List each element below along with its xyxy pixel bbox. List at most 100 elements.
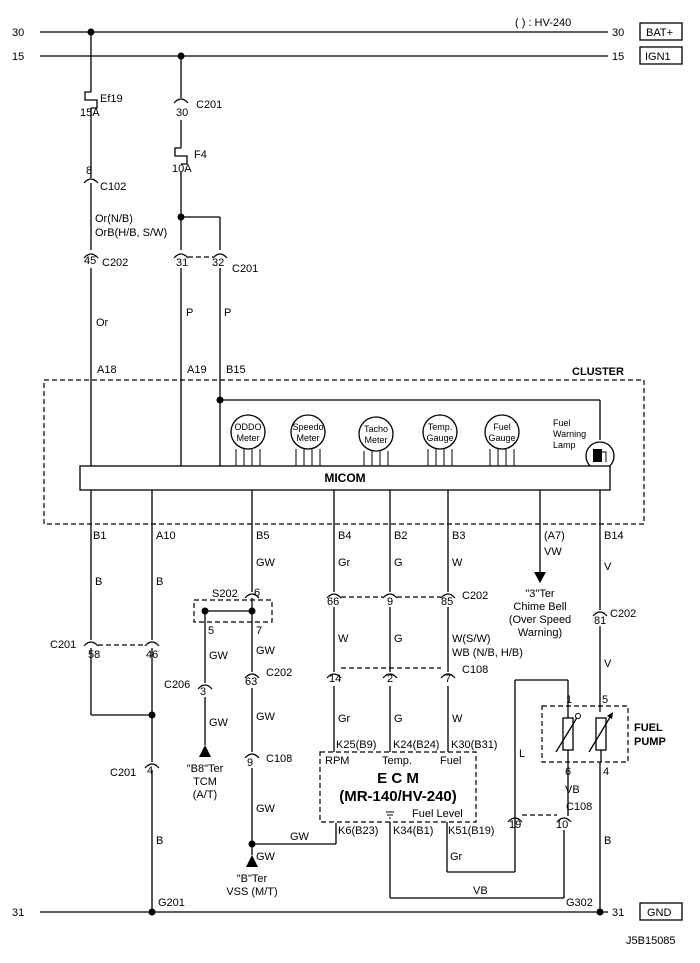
bat-rail-num-left: 30 bbox=[12, 27, 24, 39]
wire-p-2: P bbox=[224, 307, 231, 319]
micom-label: MICOM bbox=[324, 471, 365, 485]
fuse-ef19-rating: 15A bbox=[80, 107, 100, 119]
fuel-pump-branch: V 81 C202 V FUEL PUMP 1 5 6 4 L VB bbox=[507, 490, 666, 916]
ecm-subtitle: (MR-140/HV-240) bbox=[339, 788, 457, 805]
connector-c202-low-pin: 63 bbox=[245, 676, 257, 688]
ecm-signal-rpm: RPM bbox=[325, 755, 349, 767]
wire-v-2: V bbox=[604, 658, 612, 670]
connector-c201-mid-pin-b: 32 bbox=[212, 257, 224, 269]
connector-c202-top-pin: 45 bbox=[84, 255, 96, 267]
splice-s202 bbox=[193, 599, 273, 623]
tcm-label-1: "B8"Ter bbox=[187, 763, 224, 775]
ign-power-branch: 30 C201 F4 10A 31 32 C201 P P bbox=[172, 52, 258, 466]
chime-label-2: Chime Bell bbox=[513, 601, 566, 613]
chime-label-4: Warning) bbox=[518, 627, 562, 639]
s202-pin-right: 7 bbox=[256, 625, 262, 637]
wire-gw-2: GW bbox=[209, 650, 229, 662]
lamp-label-2: Warning bbox=[553, 429, 586, 439]
connector-c102-name: C102 bbox=[100, 181, 126, 193]
fuse-f4-name: F4 bbox=[194, 149, 207, 161]
gauge-tacho-label-1: Tacho bbox=[364, 424, 388, 434]
connector-c108-pump-pin-a: 19 bbox=[509, 819, 521, 831]
pump-pin-5: 5 bbox=[602, 694, 608, 706]
wire-vb-1: VB bbox=[473, 885, 488, 897]
ecm-pin-k25: K25(B9) bbox=[336, 739, 376, 751]
cluster-pin-b3: B3 bbox=[452, 530, 465, 542]
lamp-label-3: Lamp bbox=[553, 440, 576, 450]
wire-b-1: B bbox=[95, 576, 102, 588]
wire-b-4: B bbox=[604, 835, 611, 847]
gnd-rail-label: GND bbox=[647, 907, 672, 919]
gauge-fuel: Fuel Gauge bbox=[484, 414, 520, 466]
connector-c201-low-name: C201 bbox=[110, 767, 136, 779]
connector-c206-icon bbox=[197, 684, 213, 690]
wire-gr-1: Gr bbox=[338, 557, 351, 569]
gauge-temp-label-2: Gauge bbox=[426, 433, 453, 443]
fuse-ef19-icon bbox=[84, 91, 98, 109]
gnd-rail: 31 31 GND bbox=[12, 902, 683, 921]
cluster-pin-b1: B1 bbox=[93, 530, 106, 542]
gauge-speedo-label-1: Speedo bbox=[292, 422, 323, 432]
ecm-title: E C M bbox=[377, 770, 419, 787]
fuel-pump-label-1: FUEL bbox=[634, 722, 663, 734]
connector-c202-far-name: C202 bbox=[610, 608, 636, 620]
fuel-sender-resistor-icon bbox=[562, 717, 574, 751]
connector-c201-left-name: C201 bbox=[50, 639, 76, 651]
cluster-title: CLUSTER bbox=[572, 366, 624, 378]
gauge-fuel-label-2: Gauge bbox=[488, 433, 515, 443]
connector-c202-right-name: C202 bbox=[462, 590, 488, 602]
wire-gr-2: Gr bbox=[338, 713, 351, 725]
connector-c108-left-icon bbox=[244, 753, 260, 759]
wire-or-nb: Or(N/B) bbox=[95, 213, 133, 225]
fuse-f4-rating: 10A bbox=[172, 163, 192, 175]
wire-l: L bbox=[519, 748, 525, 760]
ecm-signal-temp: Temp. bbox=[382, 755, 412, 767]
ecm-pin-k6: K6(B23) bbox=[338, 825, 378, 837]
micom-block bbox=[79, 465, 611, 491]
connector-c206-pin: 3 bbox=[200, 686, 206, 698]
wire-b-2: B bbox=[156, 576, 163, 588]
bat-rail-label: BAT+ bbox=[646, 27, 673, 39]
cluster-pin-b5: B5 bbox=[256, 530, 269, 542]
fuel-pump-motor-icon bbox=[595, 717, 607, 751]
connector-c108-mid-pin-1: 14 bbox=[329, 673, 341, 685]
vss-label-1: "B"Ter bbox=[237, 873, 268, 885]
ecm-pin-k24: K24(B24) bbox=[393, 739, 439, 751]
bat-rail-note: ( ) : HV-240 bbox=[515, 17, 571, 29]
wire-w-2: W bbox=[338, 633, 349, 645]
wire-w-3: W bbox=[452, 713, 463, 725]
connector-c102-pin: 8 bbox=[86, 165, 92, 177]
gauge-fuel-label-1: Fuel bbox=[493, 422, 511, 432]
s202-name: S202 bbox=[212, 588, 238, 600]
cluster-pin-b14: B14 bbox=[604, 530, 624, 542]
wire-w-sw: W(S/W) bbox=[452, 633, 490, 645]
gauge-oddo-label-1: ODDO bbox=[235, 422, 262, 432]
ecm-module: K25(B9) K24(B24) K30(B31) RPM Temp. Fuel… bbox=[319, 739, 564, 899]
wire-gw-1: GW bbox=[256, 557, 276, 569]
ground-branch-left: B B C201 58 46 4 C201 B G201 bbox=[50, 490, 185, 916]
connector-c108-mid-pin-2: 2 bbox=[387, 673, 393, 685]
wire-or: Or bbox=[96, 317, 109, 329]
gnd-rail-num-right: 31 bbox=[612, 907, 624, 919]
connector-c201-top-name: C201 bbox=[196, 99, 222, 111]
chime-label-1: "3"Ter bbox=[525, 588, 555, 600]
wire-vw: VW bbox=[544, 546, 562, 558]
tcm-arrow-icon bbox=[199, 745, 211, 757]
fuse-ef19-name: Ef19 bbox=[100, 93, 123, 105]
connector-c201-low-pin: 4 bbox=[147, 765, 153, 777]
connector-c102-icon bbox=[83, 178, 99, 184]
ecm-outline bbox=[319, 751, 477, 823]
wire-g-1: G bbox=[394, 557, 403, 569]
tcm-label-3: (A/T) bbox=[193, 789, 217, 801]
wire-gw-3: GW bbox=[256, 645, 276, 657]
wire-gw-6: GW bbox=[256, 803, 276, 815]
s202-pin-top: 6 bbox=[254, 587, 260, 599]
chime-label-3: (Over Speed bbox=[509, 614, 571, 626]
wire-w-1: W bbox=[452, 557, 463, 569]
wire-vb-2: VB bbox=[565, 784, 580, 796]
connector-c202-right-pin-1: 66 bbox=[327, 596, 339, 608]
cluster-pin-b2: B2 bbox=[394, 530, 407, 542]
vss-arrow-icon bbox=[246, 855, 258, 867]
ground-g302: G302 bbox=[566, 897, 593, 909]
cluster-outline bbox=[43, 379, 645, 525]
